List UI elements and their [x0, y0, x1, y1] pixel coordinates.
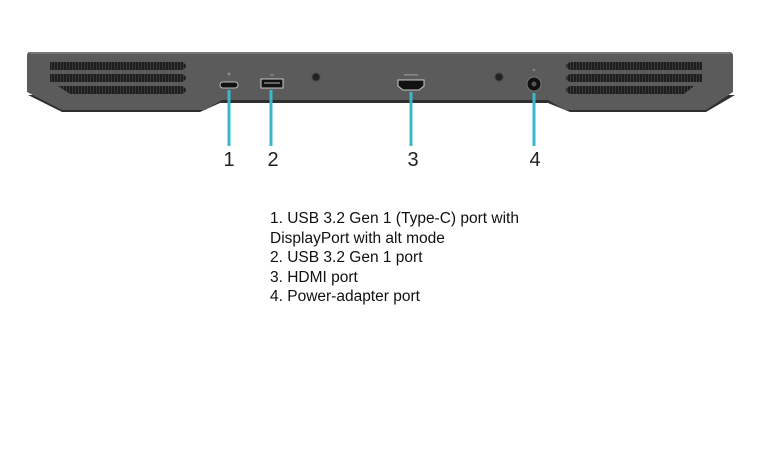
legend-item: 1. USB 3.2 Gen 1 (Type-C) port with — [270, 210, 519, 227]
callout-number-3: 3 — [407, 149, 419, 171]
lock-slot-icon-2 — [494, 72, 504, 82]
right-vents — [566, 62, 702, 94]
callout-number-2: 2 — [267, 149, 279, 171]
chassis-body — [27, 52, 733, 110]
legend-item: 4. Power-adapter port — [270, 288, 420, 305]
callout-lines — [227, 90, 536, 146]
lock-slot-icon — [311, 72, 321, 82]
laptop-rear-view: ss — [27, 52, 735, 146]
legend-item: 2. USB 3.2 Gen 1 port — [270, 249, 423, 266]
legend-item: DisplayPort with alt mode — [270, 229, 445, 247]
left-vents — [50, 62, 186, 94]
callout-number-4: 4 — [529, 149, 541, 171]
port-legend: 1. USB 3.2 Gen 1 (Type-C) port with Disp… — [270, 209, 519, 307]
svg-text:ss: ss — [270, 72, 274, 77]
callout-number-1: 1 — [223, 149, 235, 171]
usb-a-port-icon: ss — [260, 72, 284, 89]
usb-c-port-icon — [219, 72, 239, 89]
hdmi-port-icon — [397, 74, 425, 91]
legend-item: 3. HDMI port — [270, 268, 358, 286]
power-port-icon — [526, 68, 542, 92]
